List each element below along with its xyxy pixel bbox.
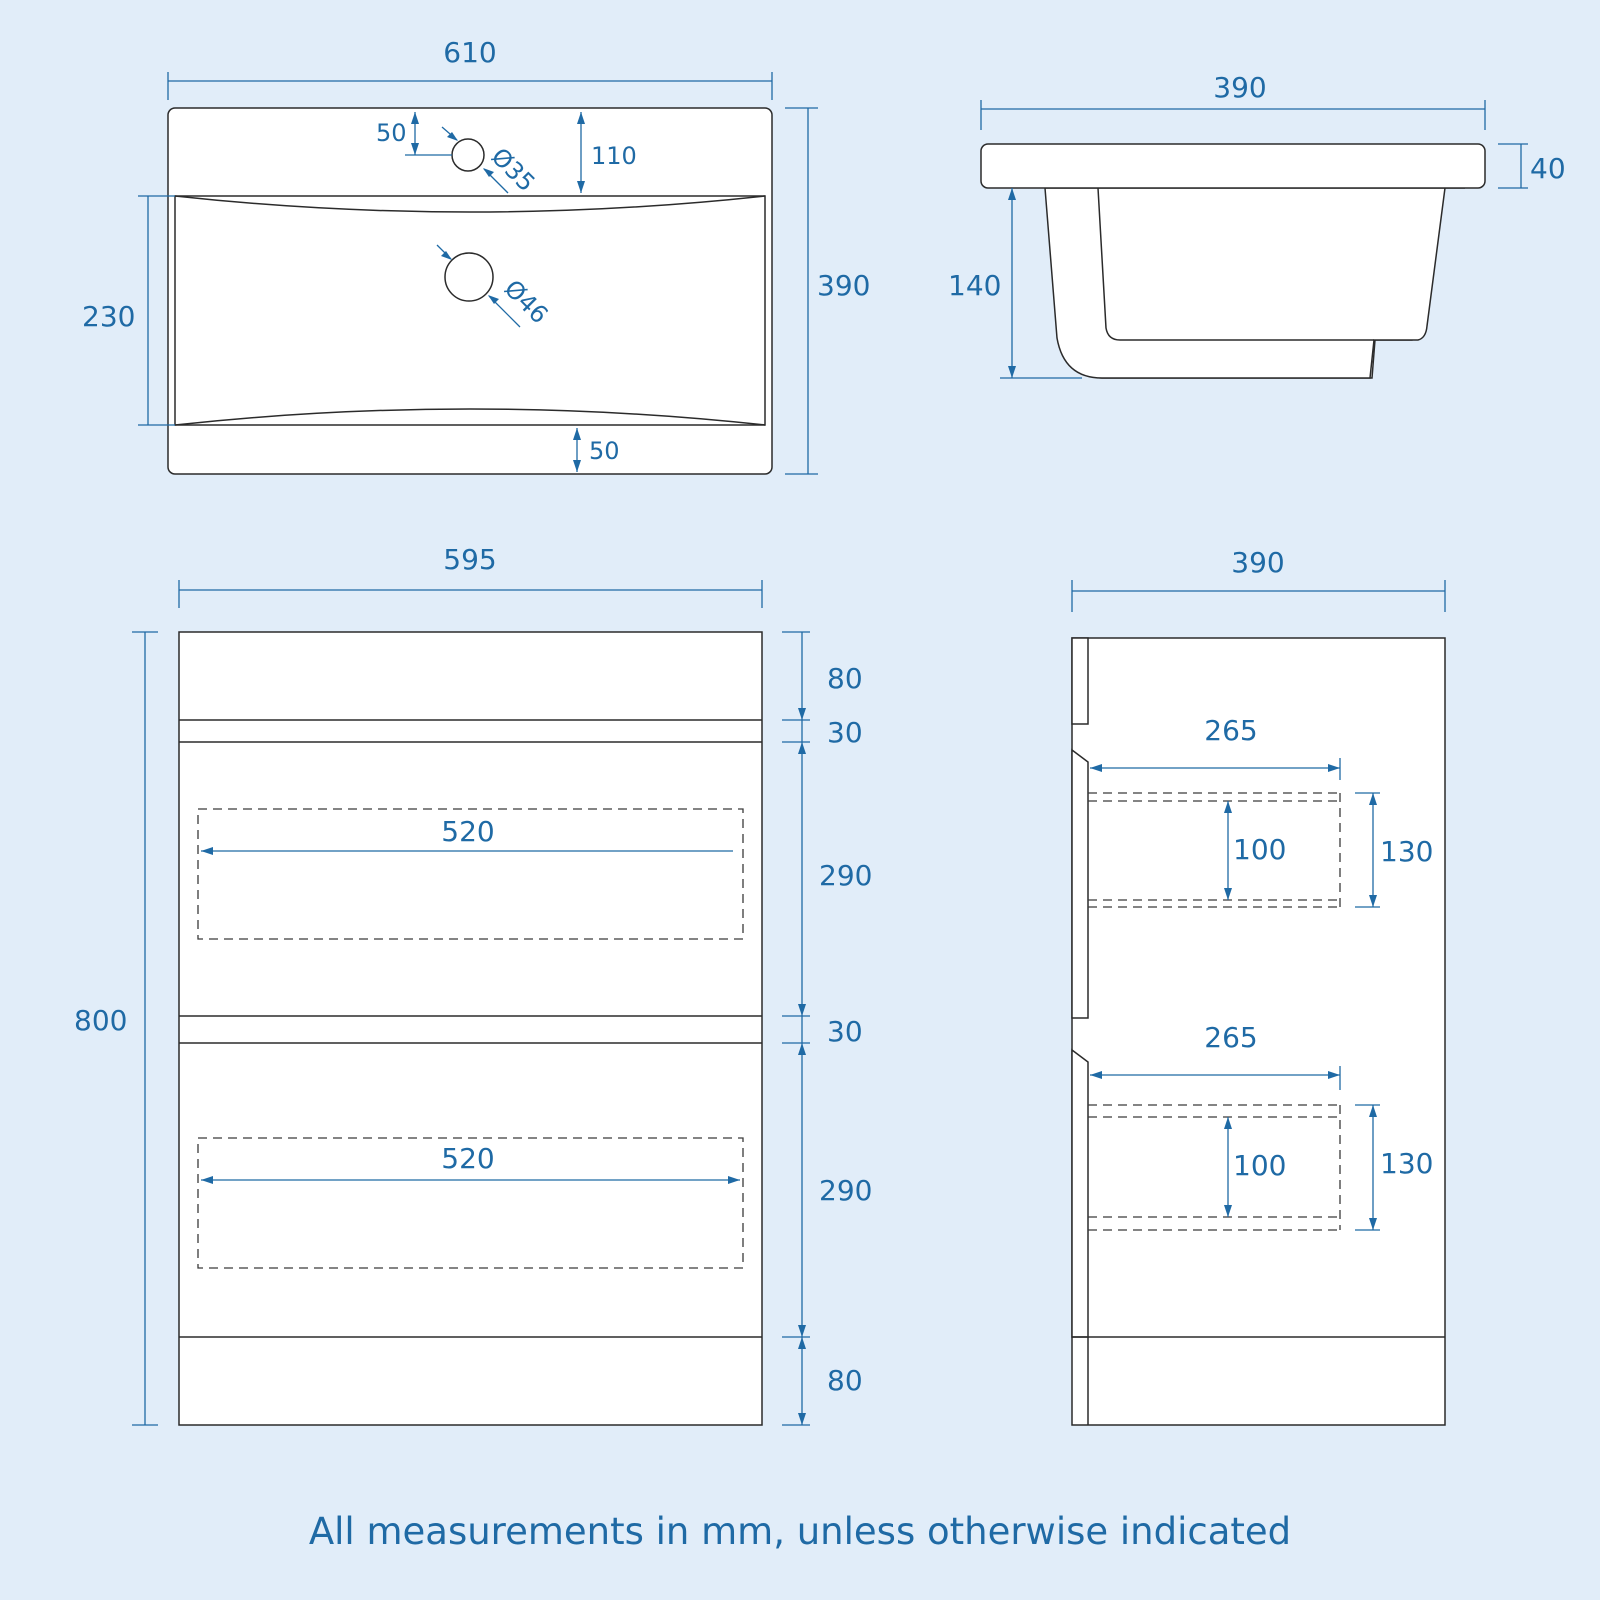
arrow-head bbox=[447, 132, 458, 141]
arrow-head bbox=[1008, 188, 1016, 200]
arrow-head bbox=[798, 1004, 806, 1016]
arrow-head bbox=[798, 708, 806, 720]
arrow-head bbox=[411, 112, 419, 124]
label-basin-depth: 390 bbox=[817, 269, 870, 302]
arrow-head bbox=[1328, 764, 1340, 772]
label-drawer-bottom-internal-depth: 265 bbox=[1204, 1021, 1257, 1054]
arrow-head bbox=[1224, 888, 1232, 900]
arrow-head bbox=[1369, 1105, 1377, 1117]
label-drawer-top-internal-depth: 265 bbox=[1204, 714, 1257, 747]
label-plinth: 80 bbox=[827, 1364, 863, 1397]
arrow-head bbox=[577, 112, 585, 124]
arrow-head bbox=[1008, 366, 1016, 378]
arrow-head bbox=[798, 742, 806, 754]
label-drawer-bottom: 290 bbox=[819, 1174, 872, 1207]
basin-bowl-back-curve bbox=[174, 195, 766, 213]
label-drawer-top: 290 bbox=[819, 859, 872, 892]
arrow-head bbox=[1369, 793, 1377, 805]
arrow-head bbox=[201, 1176, 213, 1184]
arrow-head bbox=[1328, 1071, 1340, 1079]
side-drawer-front-bottom bbox=[1071, 1048, 1089, 1338]
arrow-head bbox=[1369, 895, 1377, 907]
arrow-head bbox=[201, 847, 213, 855]
arrow-head bbox=[488, 295, 499, 304]
label-bowl-offset: 110 bbox=[591, 142, 637, 170]
label-unit-width: 595 bbox=[443, 543, 496, 576]
arrow-head bbox=[577, 181, 585, 193]
dimension-labels: 610 390 230 50 110 Ø35 Ø46 50 390 40 140… bbox=[74, 36, 1566, 1397]
label-side-unit-depth: 390 bbox=[1231, 546, 1284, 579]
arrow-head bbox=[798, 1325, 806, 1337]
dimension-arrows bbox=[201, 112, 1377, 1425]
basin-bowl-front-curve bbox=[174, 408, 766, 426]
arrow-head bbox=[1224, 1117, 1232, 1129]
label-basin-width: 610 bbox=[443, 36, 496, 69]
arrow-head bbox=[1369, 1218, 1377, 1230]
footer-note: All measurements in mm, unless otherwise… bbox=[308, 1510, 1292, 1553]
label-tap-hole-offset: 50 bbox=[376, 119, 407, 147]
arrow-head bbox=[1090, 764, 1102, 772]
label-front-rim: 50 bbox=[589, 437, 620, 465]
arrow-head bbox=[1224, 801, 1232, 813]
basin-top-view bbox=[167, 107, 773, 475]
label-bowl-length: 230 bbox=[82, 300, 135, 333]
arrow-head bbox=[1090, 1071, 1102, 1079]
label-drawer-bottom-external-height: 130 bbox=[1380, 1147, 1433, 1180]
basin-top-outline bbox=[167, 107, 773, 475]
drawer-top-internal-outline bbox=[197, 808, 744, 940]
arrow-head bbox=[573, 428, 581, 440]
arrow-head bbox=[483, 168, 494, 177]
arrow-head bbox=[1224, 1205, 1232, 1217]
label-drawer-top-internal-height: 100 bbox=[1233, 833, 1286, 866]
label-gap-top: 30 bbox=[827, 716, 863, 749]
label-side-depth: 390 bbox=[1213, 71, 1266, 104]
arrow-head bbox=[441, 251, 452, 260]
unit-side-view bbox=[1071, 637, 1446, 1426]
waste-hole bbox=[444, 252, 494, 302]
arrow-head bbox=[728, 1176, 740, 1184]
label-drawer-bottom-internal-height: 100 bbox=[1233, 1149, 1286, 1182]
basin-side-rim bbox=[980, 143, 1486, 189]
side-drawer-front-top bbox=[1071, 748, 1089, 1019]
arrow-head bbox=[411, 143, 419, 155]
arrow-head bbox=[573, 460, 581, 472]
unit-side-outline bbox=[1071, 637, 1446, 1426]
basin-side-inner bbox=[1097, 187, 1374, 341]
label-top-panel: 80 bbox=[827, 662, 863, 695]
label-drawer-top-external-height: 130 bbox=[1380, 835, 1433, 868]
arrow-head bbox=[798, 1043, 806, 1055]
arrow-head bbox=[798, 1413, 806, 1425]
drawer-bottom-internal-outline bbox=[197, 1137, 744, 1269]
label-rim-thickness: 40 bbox=[1530, 152, 1566, 185]
arrow-head bbox=[798, 1337, 806, 1349]
dimension-lines bbox=[132, 72, 1528, 1426]
label-bowl-depth: 140 bbox=[948, 269, 1001, 302]
basin-side-view bbox=[980, 143, 1486, 379]
label-unit-height: 800 bbox=[74, 1004, 127, 1037]
label-gap-middle: 30 bbox=[827, 1015, 863, 1048]
label-drawer-top-internal-width: 520 bbox=[441, 815, 494, 848]
label-drawer-bottom-internal-width: 520 bbox=[441, 1142, 494, 1175]
unit-front-outline bbox=[178, 631, 763, 1426]
side-top-rail bbox=[1071, 637, 1089, 725]
unit-front-view bbox=[178, 631, 763, 1426]
basin-side-bowl bbox=[1044, 187, 1446, 379]
